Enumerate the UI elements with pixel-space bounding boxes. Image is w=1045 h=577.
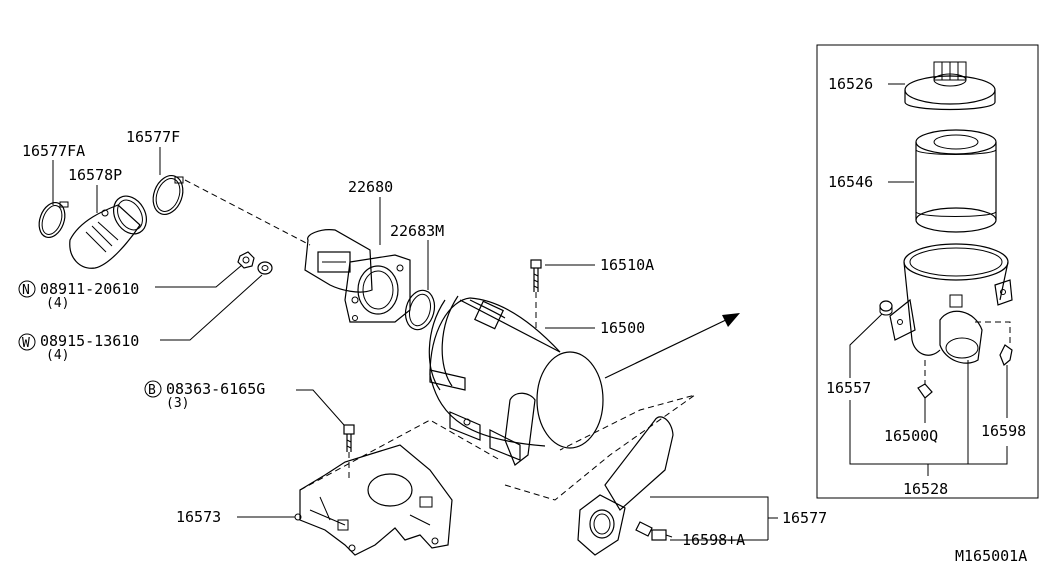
washer-prefix-circle [18,333,36,351]
label-16546: 16546 [828,173,873,191]
label-16578p: 16578P [68,166,122,184]
air-cleaner-16500 [428,295,604,466]
grommet-16557 [879,300,893,316]
label-16577: 16577 [782,509,827,527]
washer-prefix: W [22,336,30,351]
air-duct-16578p [69,195,147,269]
clip-16500q [917,383,933,399]
label-16577fa: 16577FA [22,142,85,160]
air-flow-meter-22680 [304,229,411,323]
hose-clamp-16577fa [38,201,69,239]
nut-part [237,251,255,269]
label-washer-part: 08915-13610 [40,332,139,350]
label-nut-part: 08911-20610 [40,280,139,298]
bracket-16573 [294,444,453,556]
bolt-prefix-circle [144,380,162,398]
washer-part [257,261,273,275]
label-22683m: 22683M [390,222,444,240]
bolt-08363 [343,424,355,452]
label-bolt-part: 08363-6165G [166,380,265,398]
label-16526: 16526 [828,75,873,93]
sensor-16598a [635,521,673,541]
cover-16526 [904,61,996,111]
nut-prefix-circle [18,280,36,298]
label-16598a: 16598+A [682,531,745,549]
label-bolt-qty: (3) [166,396,189,411]
label-nut-qty: (4) [46,296,69,311]
label-16500q: 16500Q [884,427,938,445]
label-16557: 16557 [826,379,871,397]
bolt-16510a [530,259,542,292]
label-16510a: 16510A [600,256,654,274]
figure-code: M165001A [955,547,1027,565]
flow-arrow [604,313,740,379]
gasket-22683m [404,289,436,331]
element-16546 [915,129,997,233]
hose-clamp-16577f [152,175,184,215]
resonator-16577 [577,416,674,556]
label-16577f: 16577F [126,128,180,146]
label-16528: 16528 [903,480,948,498]
label-washer-qty: (4) [46,348,69,363]
label-22680: 22680 [348,178,393,196]
label-16573: 16573 [176,508,221,526]
label-16500: 16500 [600,319,645,337]
inset-box [816,44,1039,499]
case-16528 [889,243,1013,364]
bolt-prefix: B [148,383,156,398]
nut-prefix: N [22,283,30,298]
valve-16598 [999,344,1013,366]
label-16598: 16598 [981,422,1026,440]
